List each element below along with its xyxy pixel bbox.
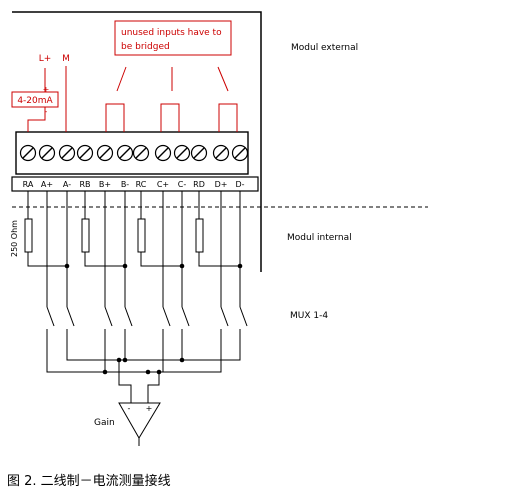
l-plus-label: L+ — [39, 54, 52, 64]
screw-slot — [215, 147, 227, 159]
switch-a-minus — [66, 306, 75, 327]
junction-dots — [64, 263, 243, 375]
modul-internal-label: Modul internal — [287, 233, 352, 243]
internal-circuit — [24, 191, 248, 446]
plus-bus — [46, 329, 222, 373]
ra-return — [27, 252, 67, 267]
switch-c-plus — [162, 306, 171, 327]
switch-d-plus — [220, 306, 229, 327]
source-plus-label: + — [43, 85, 50, 94]
terminal-label: B+ — [99, 180, 111, 189]
amp-minus-input — [118, 360, 132, 403]
terminal-label: RA — [23, 180, 34, 189]
note-line-1: unused inputs have to — [121, 28, 222, 38]
screw-slot — [234, 147, 246, 159]
source-minus-label: - — [45, 107, 48, 116]
screw-slot — [79, 147, 91, 159]
screw-slot — [22, 147, 34, 159]
switch-c-minus — [181, 306, 190, 327]
screw-slot — [157, 147, 169, 159]
bridge-d — [218, 103, 238, 132]
screw-slot — [135, 147, 147, 159]
screw-slot — [99, 147, 111, 159]
resistor-ra — [24, 218, 33, 253]
rc-return — [140, 252, 182, 267]
bridge-note-box — [114, 20, 232, 56]
switch-b-minus — [124, 306, 133, 327]
gain-label: Gain — [94, 418, 115, 428]
mux-switches — [46, 306, 248, 327]
mux-label: MUX 1-4 — [290, 311, 328, 321]
current-source-label: 4-20mA — [17, 96, 53, 106]
note-pointer-b — [116, 66, 127, 92]
gain-amplifier — [118, 402, 161, 439]
minus-bus — [66, 329, 241, 361]
rd-return — [198, 252, 240, 267]
current-source-box — [11, 91, 59, 108]
source-to-ra-wire — [27, 107, 46, 132]
junction — [237, 263, 243, 269]
bridge-b — [105, 103, 125, 132]
junction — [64, 263, 70, 269]
note-line-2: be bridged — [121, 42, 170, 52]
resistor-label: 250 Ohm — [10, 220, 19, 257]
external-wiring — [11, 20, 238, 132]
terminal-label: C- — [178, 180, 187, 189]
terminal-label-strip — [11, 176, 259, 192]
m-label: M — [62, 54, 70, 64]
terminal-label: RD — [193, 180, 205, 189]
external-wiring-labels: unused inputs have to be bridged L+ M + … — [17, 28, 222, 116]
junction — [179, 263, 185, 269]
junction — [179, 357, 185, 363]
terminal-label: D+ — [215, 180, 228, 189]
amp-plus-label: + — [146, 404, 153, 413]
junction — [145, 369, 151, 375]
resistor-rb — [81, 218, 90, 253]
terminal-label: B- — [121, 180, 129, 189]
terminal-screws — [19, 144, 249, 162]
junction — [102, 369, 108, 375]
terminal-label: C+ — [157, 180, 169, 189]
terminal-label: A- — [63, 180, 71, 189]
figure-caption: 图 2. 二线制－电流测量接线 — [7, 473, 171, 489]
terminal-label: RC — [136, 180, 147, 189]
amp-plus-input — [147, 372, 160, 403]
rb-return — [84, 252, 125, 267]
resistor-rd — [195, 218, 204, 253]
junction — [116, 357, 122, 363]
screw-slot — [119, 147, 131, 159]
screw-slot — [61, 147, 73, 159]
switch-d-minus — [239, 306, 248, 327]
switch-a-plus — [46, 306, 55, 327]
modul-external-label: Modul external — [291, 43, 358, 53]
screw-slot — [41, 147, 53, 159]
terminal-labels: RA A+ A- RB B+ B- RC C+ C- RD D+ D- — [23, 180, 245, 189]
amp-minus-label: - — [128, 404, 131, 413]
terminal-label: A+ — [41, 180, 53, 189]
screw-slot — [193, 147, 205, 159]
module-enclosure — [12, 11, 262, 272]
bridge-c — [160, 103, 180, 132]
terminal-label: RB — [79, 180, 90, 189]
screw-slot — [176, 147, 188, 159]
junction — [156, 369, 162, 375]
resistor-rc — [137, 218, 146, 253]
junction — [122, 263, 128, 269]
junction — [122, 357, 128, 363]
note-pointer-d — [217, 66, 229, 92]
terminal-label: D- — [235, 180, 244, 189]
switch-b-plus — [104, 306, 113, 327]
